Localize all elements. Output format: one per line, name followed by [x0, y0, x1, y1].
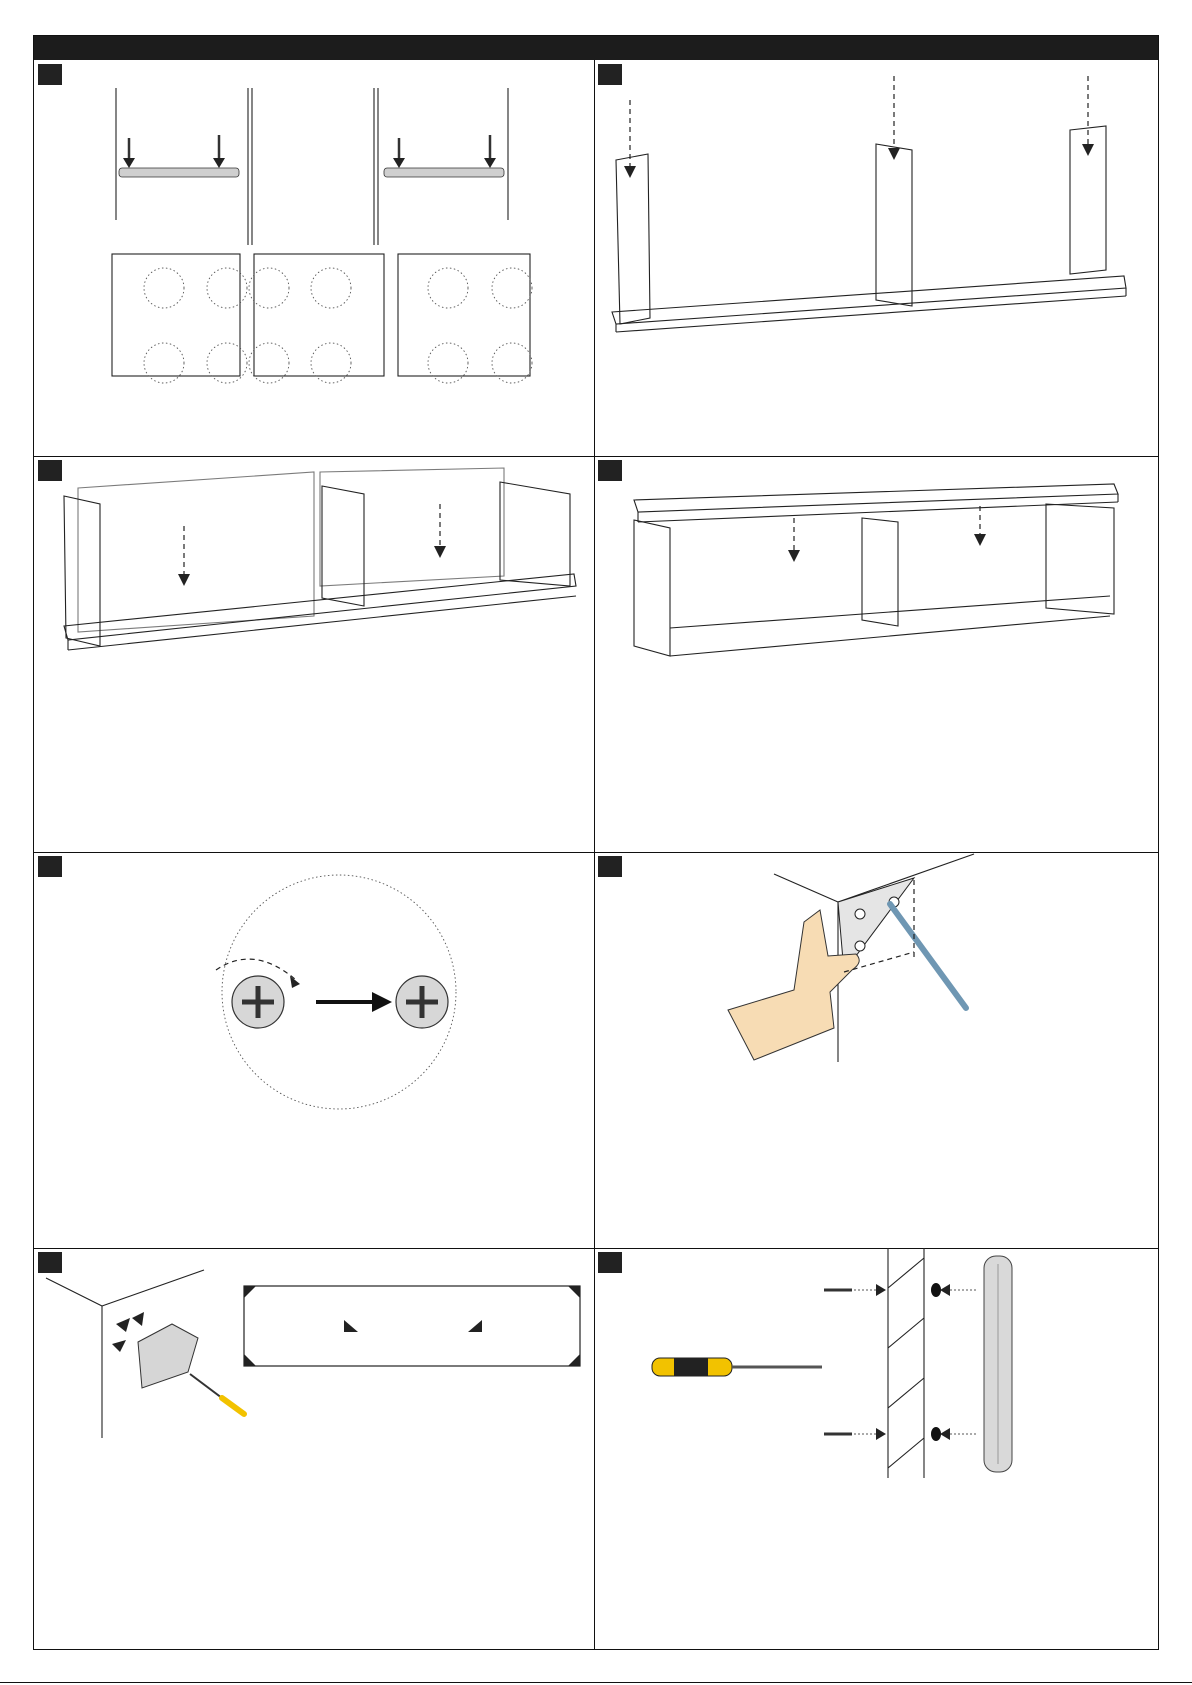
step-panel-8	[594, 1248, 1160, 1651]
illustration-cam-fittings	[34, 60, 594, 456]
bottom-rule	[0, 1682, 1192, 1683]
step-panel-6	[594, 852, 1160, 1248]
instruction-sheet	[33, 35, 1159, 1650]
step-panel-5	[34, 852, 594, 1248]
illustration-wall-rail	[594, 1248, 1160, 1651]
illustration-top-panel	[594, 456, 1160, 852]
step-panel-7	[34, 1248, 594, 1651]
step-panel-1	[34, 60, 594, 456]
illustration-bracket-hand	[594, 852, 1160, 1248]
step-panel-3	[34, 456, 594, 852]
step-panel-2	[594, 60, 1160, 456]
illustration-panels-on-base	[594, 60, 1160, 456]
label-box	[244, 1286, 580, 1366]
header-bar	[34, 36, 1158, 60]
illustration-back-panels	[34, 456, 594, 852]
illustration-bracket-wall	[34, 1248, 594, 1651]
illustration-cam-lock-turn	[34, 852, 594, 1248]
step-panel-4	[594, 456, 1160, 852]
